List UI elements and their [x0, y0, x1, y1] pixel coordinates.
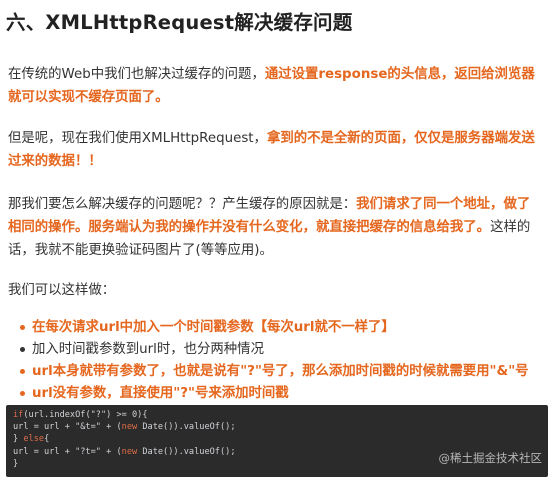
bullet-icon	[20, 369, 25, 374]
list-item: 加入时间戳参数到url时，也分两种情况	[20, 339, 544, 361]
paragraph-4: 我们可以这样做：	[8, 283, 116, 298]
code-line-4: url = url + "?t=" + (new Date()).valueOf…	[13, 446, 548, 458]
watermark: @稀土掘金技术社区	[438, 451, 543, 465]
code-text: (url.indexOf("?") >= 0){	[23, 410, 148, 420]
code-text: Date()).valueOf();	[137, 446, 236, 457]
bullet-icon	[20, 325, 25, 330]
list-item-text: 在每次请求url中加入一个时间戳参数【每次url就不一样了】	[32, 320, 395, 335]
paragraph-3-text: 那我们要怎么解决缓存的问题呢？？产生缓存的原因就是：	[8, 197, 357, 212]
code-keyword: else	[23, 434, 45, 445]
paragraph-1-highlight: 通过设置response的头信息，返回给浏览器就可以实现不缓存页面了。	[8, 67, 535, 105]
code-block: if(url.indexOf("?") >= 0){ url = url + "…	[6, 405, 548, 477]
code-text: }	[13, 434, 24, 445]
list-item: url没有参数，直接使用"?"号来添加时间戳	[20, 383, 544, 405]
paragraph-1-text: 在传统的Web中我们也解决过缓存的问题，	[8, 67, 265, 82]
section-heading: 六、XMLHttpRequest解决缓存问题	[6, 11, 353, 34]
code-keyword: new	[121, 446, 138, 457]
code-line-5: }	[13, 458, 19, 469]
code-line-3: } else{	[13, 433, 548, 445]
list-item: 在每次请求url中加入一个时间戳参数【每次url就不一样了】	[20, 317, 544, 339]
list-item-text: url本身就带有参数了，也就是说有"?"号了，那么添加时间戳的时候就需要用"&"…	[32, 364, 529, 379]
paragraph-2: 但是呢，现在我们使用XMLHttpRequest，拿到的不是全新的页面，仅仅是服…	[8, 127, 542, 173]
code-text: url = url + "?t=" + (	[13, 446, 122, 457]
paragraph-2-text: 但是呢，现在我们使用XMLHttpRequest，	[8, 131, 267, 146]
paragraph-2-highlight: 拿到的不是全新的页面，仅仅是服务器端发送过来的数据！！	[8, 131, 535, 169]
paragraph-3: 那我们要怎么解决缓存的问题呢？？产生缓存的原因就是：我们请求了同一个地址，做了相…	[8, 193, 542, 262]
list-item-text: 加入时间戳参数到url时，也分两种情况	[32, 342, 264, 357]
code-line-2: url = url + "&t=" + (new Date()).valueOf…	[13, 421, 548, 433]
bullet-icon	[20, 347, 25, 352]
code-keyword: new	[121, 422, 138, 433]
bullet-list: 在每次请求url中加入一个时间戳参数【每次url就不一样了】 加入时间戳参数到u…	[20, 317, 544, 405]
bullet-icon	[20, 391, 25, 396]
list-item: url本身就带有参数了，也就是说有"?"号了，那么添加时间戳的时候就需要用"&"…	[20, 361, 544, 383]
code-line-1: if(url.indexOf("?") >= 0){	[13, 409, 548, 421]
list-item-text: url没有参数，直接使用"?"号来添加时间戳	[32, 386, 289, 401]
code-text: {	[44, 434, 50, 445]
paragraph-3-highlight: 我们请求了同一个地址，做了相同的操作。服务端认为我的操作并没有什么变化，就直接把…	[8, 197, 531, 235]
paragraph-1: 在传统的Web中我们也解决过缓存的问题，通过设置response的头信息，返回给…	[8, 63, 542, 109]
code-keyword: if	[13, 410, 24, 420]
code-text: Date()).valueOf();	[137, 422, 236, 433]
paragraph-3-tail: 这样的话，我就不能更换验证码图片了(等等应用)。	[8, 220, 531, 258]
code-text: url = url + "&t=" + (	[13, 422, 122, 433]
